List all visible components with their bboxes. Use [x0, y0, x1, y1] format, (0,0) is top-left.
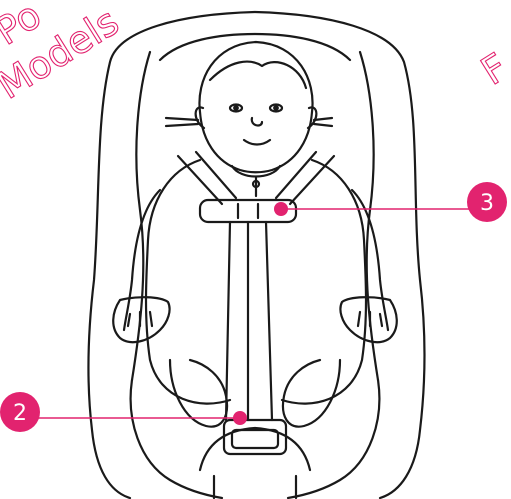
child-hair: [210, 62, 306, 88]
child-leg-right: [283, 360, 340, 427]
child-nose: [252, 118, 262, 125]
callout-3: 3: [274, 182, 507, 222]
child-collar: [232, 166, 280, 177]
headrest: [160, 34, 350, 60]
child-leg-left: [170, 360, 227, 427]
child-mouth: [244, 140, 270, 145]
child-head: [199, 42, 312, 172]
callout-3-label: 3: [480, 191, 494, 216]
headrest-strap-right: [314, 118, 332, 126]
callout-3-target: [274, 202, 288, 216]
seat-shell-outline: [88, 12, 424, 498]
watermark-fragment: F: [473, 45, 511, 94]
callout-2-target: [233, 411, 247, 425]
watermark: Po Models F: [0, 0, 511, 108]
callout-2-label: 2: [13, 401, 27, 426]
seat-lower-left: [131, 380, 222, 498]
headrest-strap-left: [166, 118, 198, 126]
seat-drawing: [88, 12, 424, 498]
shoulder-strap-left: [178, 152, 236, 204]
shoulder-strap-right: [276, 152, 334, 204]
